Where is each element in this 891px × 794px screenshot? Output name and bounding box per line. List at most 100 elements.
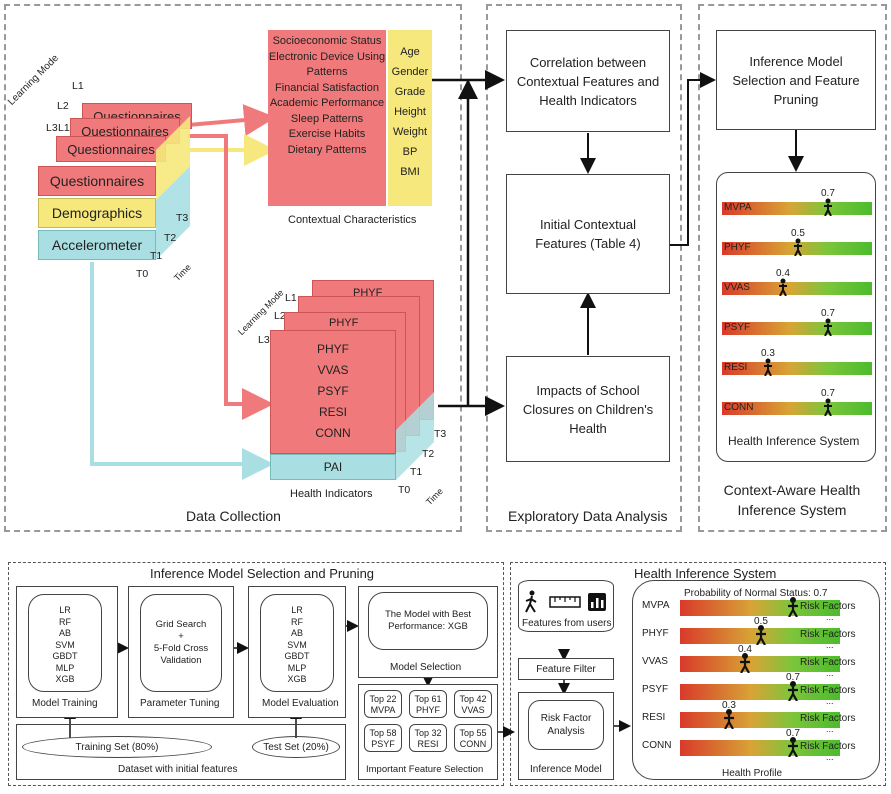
- demographics-label: Demographics: [51, 205, 143, 221]
- cahis-row-value: 0.3: [761, 348, 775, 359]
- person-icon: [755, 625, 767, 647]
- hi-level-l3: L3: [258, 334, 270, 346]
- plus-text: +: [178, 631, 184, 642]
- feature-name: PHYF: [415, 705, 440, 715]
- cahis-title-text: Context-Aware Health Inference System: [723, 482, 861, 518]
- health-indicators-caption: Health Indicators: [290, 488, 373, 500]
- ctx-demo: Weight: [392, 126, 428, 138]
- model-training-list: LR RF AB SVM GBDT MLP XGB: [28, 594, 102, 692]
- profile-bar-psyf: [680, 684, 840, 700]
- ellipsis: ...: [826, 724, 834, 734]
- ctx-demo: Height: [394, 106, 426, 118]
- risk-factor-analysis-box: Risk Factor Analysis: [528, 700, 604, 750]
- training-set-text: Training Set (80%): [75, 741, 159, 753]
- selection-text: Inference Model Selection and Feature Pr…: [732, 53, 860, 107]
- ctx-item: Electronic Device Using Patterns: [268, 50, 386, 79]
- hi-level-l2: L2: [274, 310, 286, 322]
- hi-time-t3: T3: [434, 428, 447, 440]
- pai-box: PAI: [270, 454, 396, 480]
- best-model-text: The Model with Best Performance: XGB: [384, 609, 472, 632]
- person-icon: [823, 198, 833, 223]
- eda-title: Exploratory Data Analysis: [508, 508, 668, 524]
- profile-row-label: MVPA: [642, 600, 670, 611]
- ellipsis: ...: [826, 752, 834, 762]
- parameter-tuning-caption: Parameter Tuning: [140, 698, 220, 709]
- feature-rank: Top 22: [369, 694, 397, 704]
- risk-factors-label: Risk Factors: [800, 629, 856, 640]
- profile-bar-resi: [680, 712, 840, 728]
- ellipsis: ...: [826, 696, 834, 706]
- cahis-bar-vvas: [722, 282, 872, 295]
- cahis-row-label: PHYF: [724, 242, 751, 253]
- inference-model-caption: Inference Model: [530, 764, 602, 775]
- person-icon: [739, 653, 751, 675]
- feature-filter-text: Feature Filter: [536, 663, 596, 675]
- model-evaluation-list: LR RF AB SVM GBDT MLP XGB: [260, 594, 334, 692]
- profile-row-value: 0.7: [786, 672, 800, 683]
- profile-row-label: RESI: [642, 712, 666, 723]
- eval-xgb: XGB: [287, 674, 307, 684]
- user-icons: [525, 590, 606, 613]
- person-icon: [778, 278, 788, 303]
- hi-item-resi: RESI: [318, 405, 347, 419]
- his-panel: [510, 562, 886, 786]
- probability-label: Probability of Normal Status: 0.7: [684, 588, 828, 599]
- time-t2: T2: [164, 232, 177, 244]
- hi-time-t0: T0: [398, 484, 411, 496]
- hi-item-vvas: VVAS: [317, 363, 349, 377]
- impacts-text: Impacts of School Closures on Children's…: [522, 382, 654, 436]
- risk-factors-label: Risk Factors: [800, 713, 856, 724]
- risk-factors-label: Risk Factors: [800, 685, 856, 696]
- ctx-item: Dietary Patterns: [287, 143, 367, 156]
- cahis-row-value: 0.5: [791, 228, 805, 239]
- ctx-demo: BMI: [400, 166, 420, 178]
- data-collection-title: Data Collection: [186, 508, 281, 524]
- cahis-row-label: MVPA: [724, 202, 752, 213]
- model-evaluation-caption: Model Evaluation: [262, 698, 339, 709]
- cahis-row-label: CONN: [724, 402, 754, 413]
- data-collection-panel: [4, 4, 462, 532]
- profile-row-value: 0.4: [738, 644, 752, 655]
- level-l1b: L1: [58, 122, 70, 134]
- person-icon: [723, 709, 735, 731]
- risk-factors-label: Risk Factors: [800, 741, 856, 752]
- profile-row-value: 0.7: [786, 728, 800, 739]
- questionnaire-layer-3-label: Questionnaires: [81, 123, 169, 139]
- cahis-bar-mvpa: [722, 202, 872, 215]
- health-indicators-box: PHYF VVAS PSYF RESI CONN: [270, 330, 396, 454]
- model-gbdt: GBDT: [52, 651, 78, 661]
- pai-label: PAI: [323, 460, 343, 474]
- person-icon: [793, 238, 803, 263]
- cahis-bar-resi: [722, 362, 872, 375]
- cahis-row-value: 0.4: [776, 268, 790, 279]
- profile-bar-vvas: [680, 656, 840, 672]
- initial-features-box: Initial Contextual Features (Table 4): [506, 174, 670, 294]
- person-icon: [787, 737, 799, 759]
- cahis-row-value: 0.7: [821, 388, 835, 399]
- ctx-demo: BP: [402, 146, 418, 158]
- feature-rank: Top 42: [459, 694, 487, 704]
- model-selection-caption: Model Selection: [390, 662, 462, 673]
- model-ab: AB: [58, 628, 71, 638]
- feature-name: MVPA: [370, 705, 396, 715]
- profile-bar-conn: [680, 740, 840, 756]
- eval-lr: LR: [291, 605, 303, 615]
- hi-level-l1: L1: [285, 292, 297, 304]
- cahis-panel: [698, 4, 887, 532]
- demographics-box: Demographics: [38, 198, 156, 228]
- model-rf: RF: [59, 616, 71, 627]
- eval-rf: RF: [291, 616, 303, 627]
- ctx-item: Sleep Patterns: [290, 112, 364, 125]
- time-t3: T3: [176, 212, 189, 224]
- eval-gbdt: GBDT: [284, 651, 310, 661]
- cahis-row-value: 0.7: [821, 308, 835, 319]
- profile-row-value: 0.3: [722, 700, 736, 711]
- hi-item-phyf: PHYF: [316, 342, 349, 356]
- contextual-red-box: Socioeconomic Status Electronic Device U…: [268, 30, 386, 206]
- feature-rank: Top 32: [414, 728, 442, 738]
- person-icon: [763, 358, 773, 383]
